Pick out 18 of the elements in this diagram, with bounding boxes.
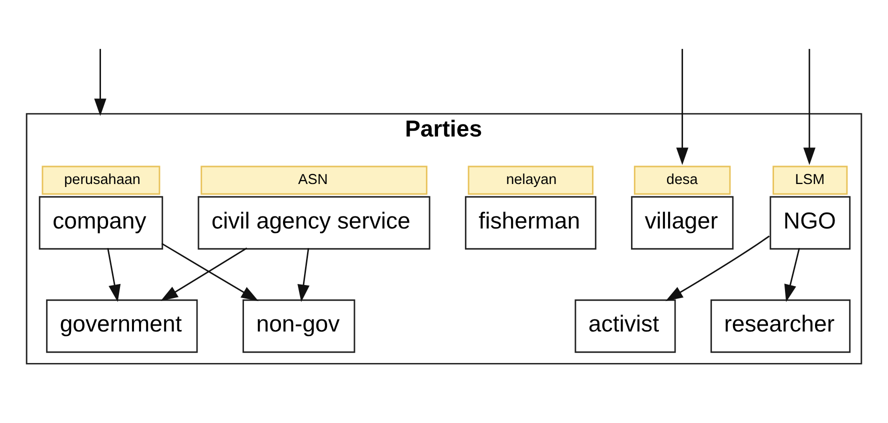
- arrow: [94, 48, 106, 116]
- node-label: LSM: [794, 172, 825, 188]
- node-box: non-gov: [242, 299, 356, 353]
- node-box: government: [46, 299, 198, 353]
- node-label: desa: [666, 172, 698, 188]
- arrow: [298, 248, 310, 302]
- node-label: nelayan: [506, 172, 557, 188]
- arrow: [676, 48, 688, 165]
- arrow: [784, 248, 800, 302]
- node-label: perusahaan: [64, 172, 140, 188]
- arrow: [161, 242, 259, 302]
- node-box: activist: [574, 299, 676, 353]
- arrow: [107, 248, 121, 302]
- arrow: [160, 248, 248, 301]
- arrow: [803, 48, 816, 165]
- node-box: researcher: [710, 299, 851, 353]
- node-label: ASN: [298, 172, 328, 188]
- arrow: [666, 236, 770, 302]
